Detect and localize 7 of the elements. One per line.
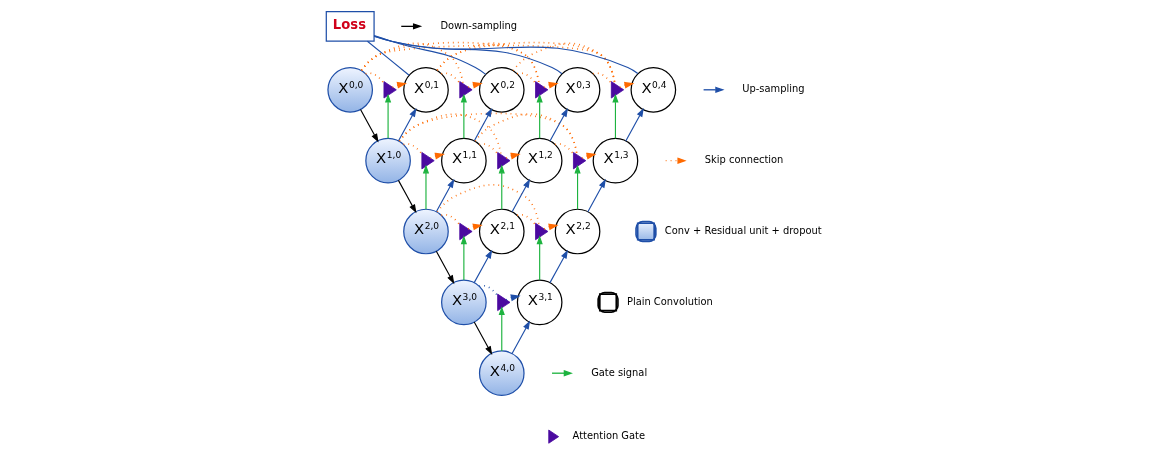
legend-label: Plain Convolution <box>626 295 713 307</box>
legend-label: Down-sampling <box>440 19 518 31</box>
legend-label: Conv + Residual unit + dropout <box>664 225 822 237</box>
legend-label: Attention Gate <box>572 430 645 442</box>
legend-label: Gate signal <box>591 366 648 378</box>
legend-label: Skip connection <box>704 154 784 166</box>
legend-label: Up-sampling <box>742 83 805 95</box>
